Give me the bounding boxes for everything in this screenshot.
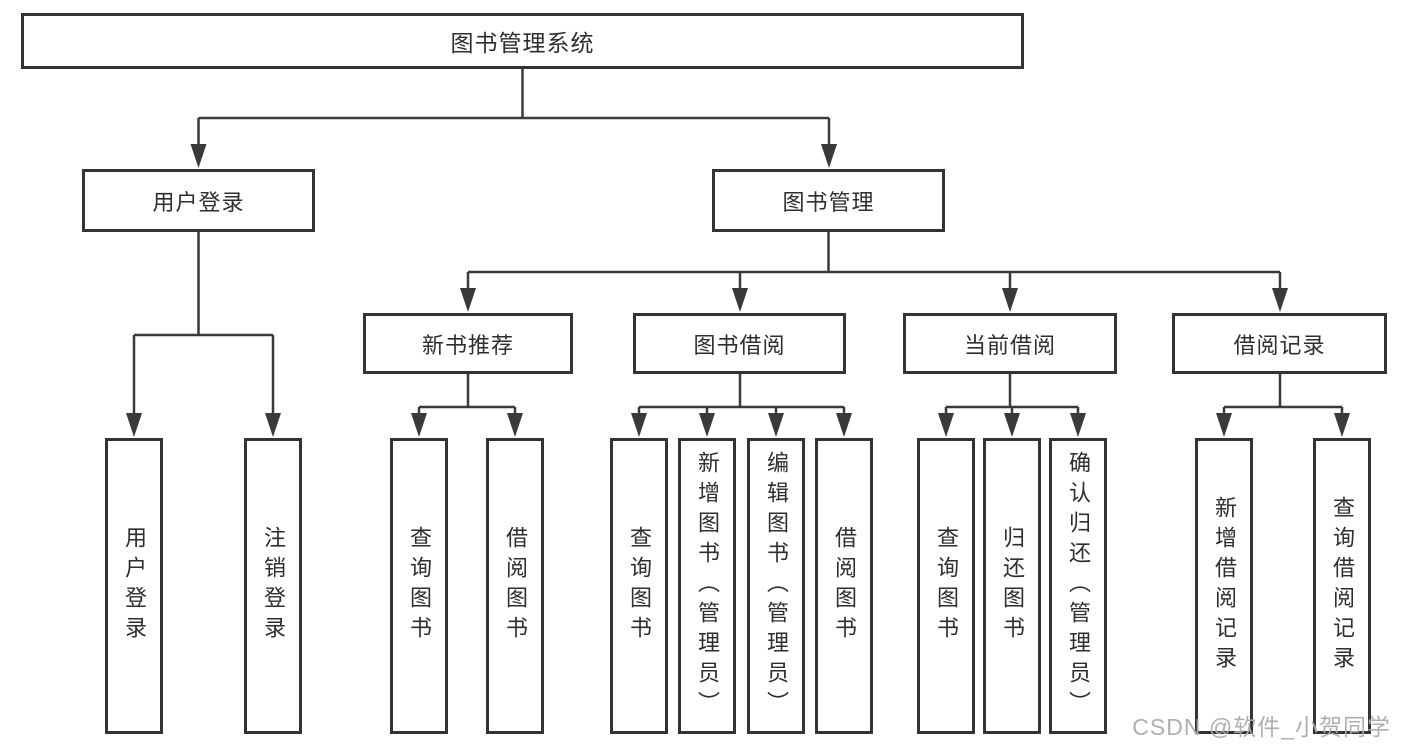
- arrowhead: [631, 413, 647, 437]
- node-user-login: 用户登录: [82, 169, 315, 232]
- leaf-borrow-books-recommend: 借阅图书: [486, 438, 544, 734]
- node-label: 查询图书: [934, 526, 959, 646]
- node-label: 查询图书: [627, 526, 652, 646]
- node-label: 图书借阅: [693, 332, 786, 358]
- arrowhead: [732, 288, 748, 312]
- arrowhead: [938, 413, 954, 437]
- node-label: 查询图书: [407, 526, 432, 646]
- arrowhead: [507, 413, 523, 437]
- connector-book-management-children: [460, 232, 1288, 312]
- node-label: 新增借阅记录: [1212, 496, 1237, 676]
- node-label: 借阅记录: [1233, 332, 1326, 358]
- leaf-logout: 注销登录: [244, 438, 302, 734]
- leaf-query-books-borrow: 查询图书: [610, 438, 668, 734]
- leaf-add-borrow-record: 新增借阅记录: [1195, 438, 1253, 734]
- node-book-borrow: 图书借阅: [633, 313, 846, 374]
- arrowhead: [836, 413, 852, 437]
- arrowhead: [821, 144, 837, 168]
- connector-book-borrow-children: [631, 373, 852, 437]
- node-label: 借阅图书: [832, 526, 857, 646]
- arrowhead: [1002, 288, 1018, 312]
- arrowhead: [1004, 413, 1020, 437]
- node-label: 注销登录: [261, 526, 286, 646]
- leaf-edit-books-admin: 编辑图书（管理员）: [747, 438, 805, 734]
- node-label: 用户登录: [152, 189, 245, 215]
- leaf-return-books: 归还图书: [983, 438, 1041, 734]
- node-new-book-recommend: 新书推荐: [363, 313, 573, 374]
- arrowhead: [768, 413, 784, 437]
- arrowhead: [411, 413, 427, 437]
- node-label: 图书管理系统: [450, 30, 595, 56]
- leaf-user-login: 用户登录: [105, 438, 163, 734]
- connector-user-login-children: [126, 232, 281, 437]
- node-label: 当前借阅: [963, 332, 1056, 358]
- node-current-borrow: 当前借阅: [903, 313, 1117, 374]
- arrowhead: [190, 144, 207, 168]
- leaf-query-books-current: 查询图书: [917, 438, 975, 734]
- node-label: 图书管理: [782, 189, 875, 215]
- node-label: 用户登录: [122, 526, 147, 646]
- node-borrow-records: 借阅记录: [1172, 313, 1387, 374]
- node-label: 编辑图书（管理员）: [764, 451, 789, 721]
- node-root-library-system: 图书管理系统: [21, 13, 1024, 69]
- connector-root-to-level2: [190, 68, 837, 168]
- arrowhead: [699, 413, 715, 437]
- node-book-management: 图书管理: [712, 169, 945, 232]
- connector-new-book-children: [411, 373, 523, 437]
- leaf-borrow-books: 借阅图书: [815, 438, 873, 734]
- connector-borrow-record-children: [1216, 373, 1350, 437]
- leaf-add-books-admin: 新增图书（管理员）: [678, 438, 736, 734]
- watermark: CSDN @软件_小贺同学: [1132, 714, 1391, 740]
- node-label: 新增图书（管理员）: [695, 451, 720, 721]
- node-label: 查询借阅记录: [1330, 496, 1355, 676]
- arrowhead: [1334, 413, 1350, 437]
- leaf-query-borrow-record: 查询借阅记录: [1313, 438, 1371, 734]
- arrowhead: [460, 288, 476, 312]
- leaf-confirm-return-admin: 确认归还（管理员）: [1049, 438, 1107, 734]
- arrowhead: [1070, 413, 1086, 437]
- arrowhead: [265, 413, 281, 437]
- arrowhead: [1272, 288, 1288, 312]
- node-label: 借阅图书: [503, 526, 528, 646]
- node-label: 归还图书: [1000, 526, 1025, 646]
- node-label: 确认归还（管理员）: [1066, 451, 1091, 721]
- arrowhead: [1216, 413, 1232, 437]
- node-label: 新书推荐: [421, 332, 514, 358]
- arrowhead: [126, 413, 142, 437]
- connector-current-borrow-children: [938, 373, 1086, 437]
- leaf-query-books-recommend: 查询图书: [390, 438, 448, 734]
